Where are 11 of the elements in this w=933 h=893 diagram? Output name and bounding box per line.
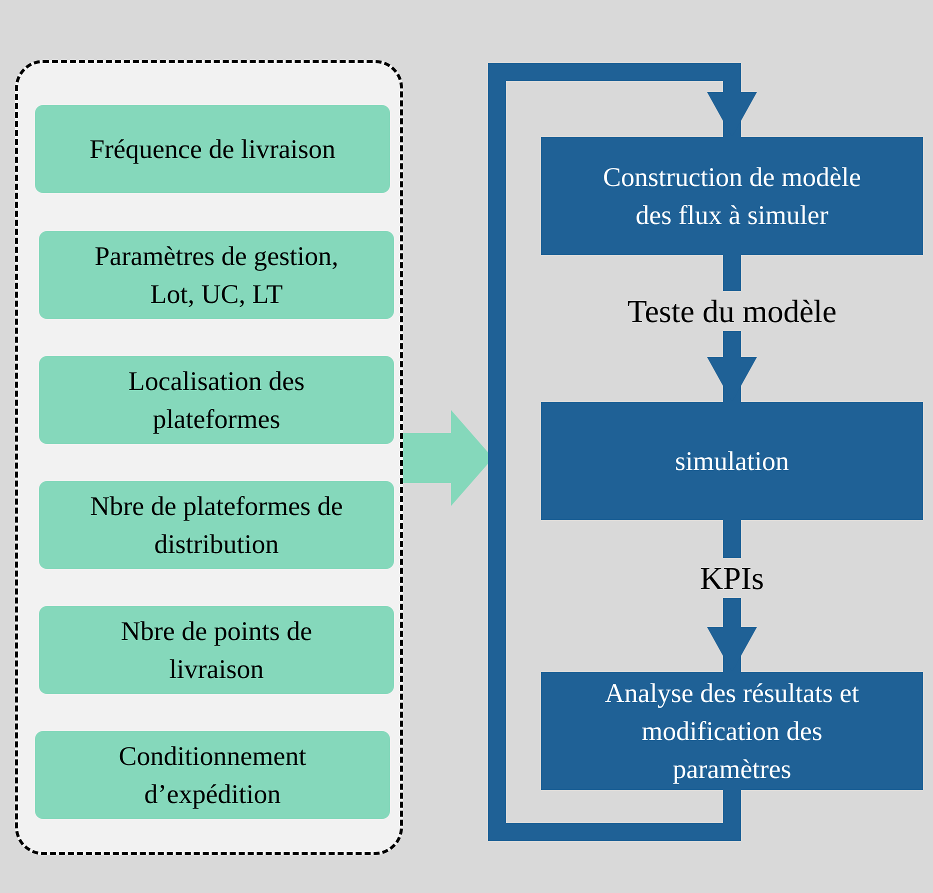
parameter-box: Conditionnement d’expédition	[35, 731, 390, 819]
process-box: Analyse des résultats et modification des paramètres	[541, 672, 923, 790]
process-box: simulation	[541, 402, 923, 520]
parameter-box: Nbre de plateformes de distribution	[39, 481, 394, 569]
parameter-box: Localisation des plateformes	[39, 356, 394, 444]
process-box: Construction de modèle des flux à simuler	[541, 137, 923, 255]
parameter-box: Nbre de points de livraison	[39, 606, 394, 694]
arrow	[488, 63, 757, 841]
parameter-box: Paramètres de gestion, Lot, UC, LT	[39, 231, 394, 319]
parameter-box: Fréquence de livraison	[35, 105, 390, 193]
dashed-container	[15, 60, 403, 855]
